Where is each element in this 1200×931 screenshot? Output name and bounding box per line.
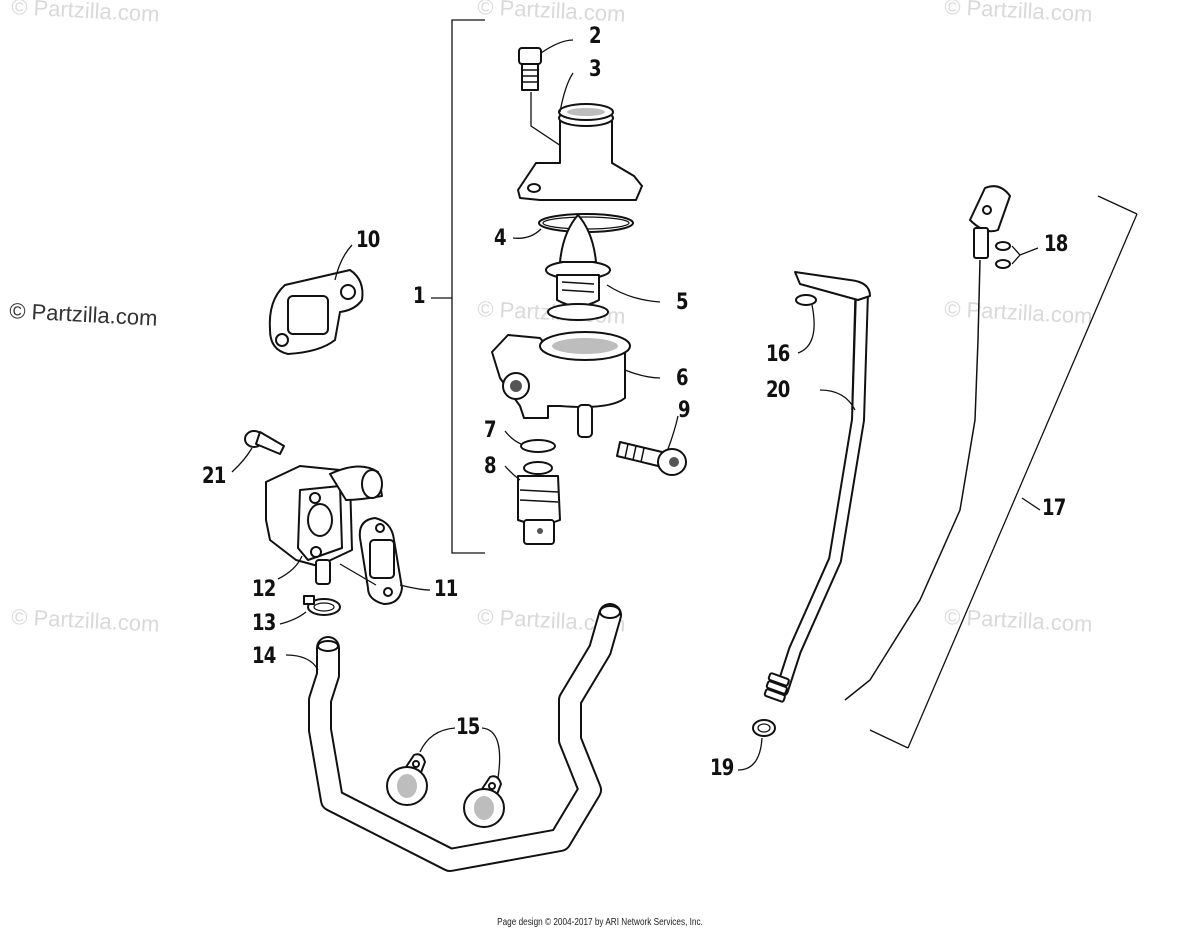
leader-line-15a (419, 727, 456, 753)
leader-line-12 (277, 555, 303, 580)
thermostat-housing-part-6 (491, 331, 631, 438)
o-ring-part-18-a (995, 241, 1011, 251)
leader-line-21 (231, 447, 253, 473)
tube-ribbed-end (763, 672, 790, 703)
washer-part-16 (795, 294, 817, 306)
callout-7: 7 (484, 418, 497, 443)
leader-line-6 (624, 369, 661, 379)
leader-line-16 (797, 304, 815, 354)
callout-14: 14 (252, 644, 276, 669)
callout-21: 21 (202, 464, 226, 489)
washer-part-7 (520, 439, 556, 453)
gasket-part-10 (268, 269, 364, 355)
leader-line-5 (606, 284, 661, 303)
leader-line-11 (399, 584, 431, 591)
callout-5: 5 (676, 290, 689, 315)
leader-line-10 (334, 244, 353, 281)
dipstick-part-17 (844, 185, 1011, 701)
leader-line-17 (1021, 497, 1041, 511)
leader-line-18 (1011, 245, 1039, 265)
callout-3: 3 (589, 57, 602, 82)
leader-line-19 (737, 737, 763, 771)
leader-line-4 (512, 228, 542, 239)
group-bracket-17 (869, 195, 1138, 749)
leader-line-15b (481, 727, 501, 779)
gasket-part-11 (358, 517, 403, 605)
hose-clip-part-15-b (463, 775, 505, 828)
leader-line-3 (559, 72, 574, 113)
o-ring-part-18-b (995, 259, 1011, 269)
bolt-part-21 (244, 430, 285, 455)
leader-line-11a (339, 563, 377, 586)
water-outlet-part-12 (265, 465, 383, 585)
callout-12: 12 (252, 577, 276, 602)
leader-line-13 (279, 611, 307, 625)
callout-20: 20 (766, 378, 790, 403)
temperature-sensor-part-8 (517, 461, 561, 545)
bolt-part-9 (616, 441, 687, 476)
bolt-part-2 (518, 47, 542, 91)
callout-13: 13 (252, 611, 276, 636)
page-footer: Page design © 2004-2017 by ARI Network S… (497, 917, 703, 928)
leader-line-2 (540, 39, 574, 54)
callout-16: 16 (766, 342, 790, 367)
callout-15: 15 (456, 715, 480, 740)
group-bracket (451, 19, 485, 554)
thermostat-cover-part-3 (517, 103, 643, 201)
callout-4: 4 (494, 226, 507, 251)
callout-19: 19 (710, 756, 734, 781)
thermostat-part-5 (545, 214, 611, 321)
leader-line-7 (504, 430, 522, 445)
leader-line-9 (667, 415, 679, 450)
callout-10: 10 (356, 228, 380, 253)
callout-18: 18 (1044, 232, 1068, 257)
callout-2: 2 (589, 24, 602, 49)
callout-1: 1 (413, 284, 426, 309)
callout-8: 8 (484, 454, 497, 479)
leader-line-8 (504, 465, 521, 481)
hose-clamp-part-13 (303, 595, 341, 616)
callout-6: 6 (676, 366, 689, 391)
leader-line-14 (285, 654, 319, 671)
callout-11: 11 (434, 577, 458, 602)
hose-clip-part-15-a (386, 753, 428, 806)
callout-17: 17 (1042, 496, 1066, 521)
callout-9: 9 (678, 398, 691, 423)
leader-line-20 (819, 389, 856, 411)
